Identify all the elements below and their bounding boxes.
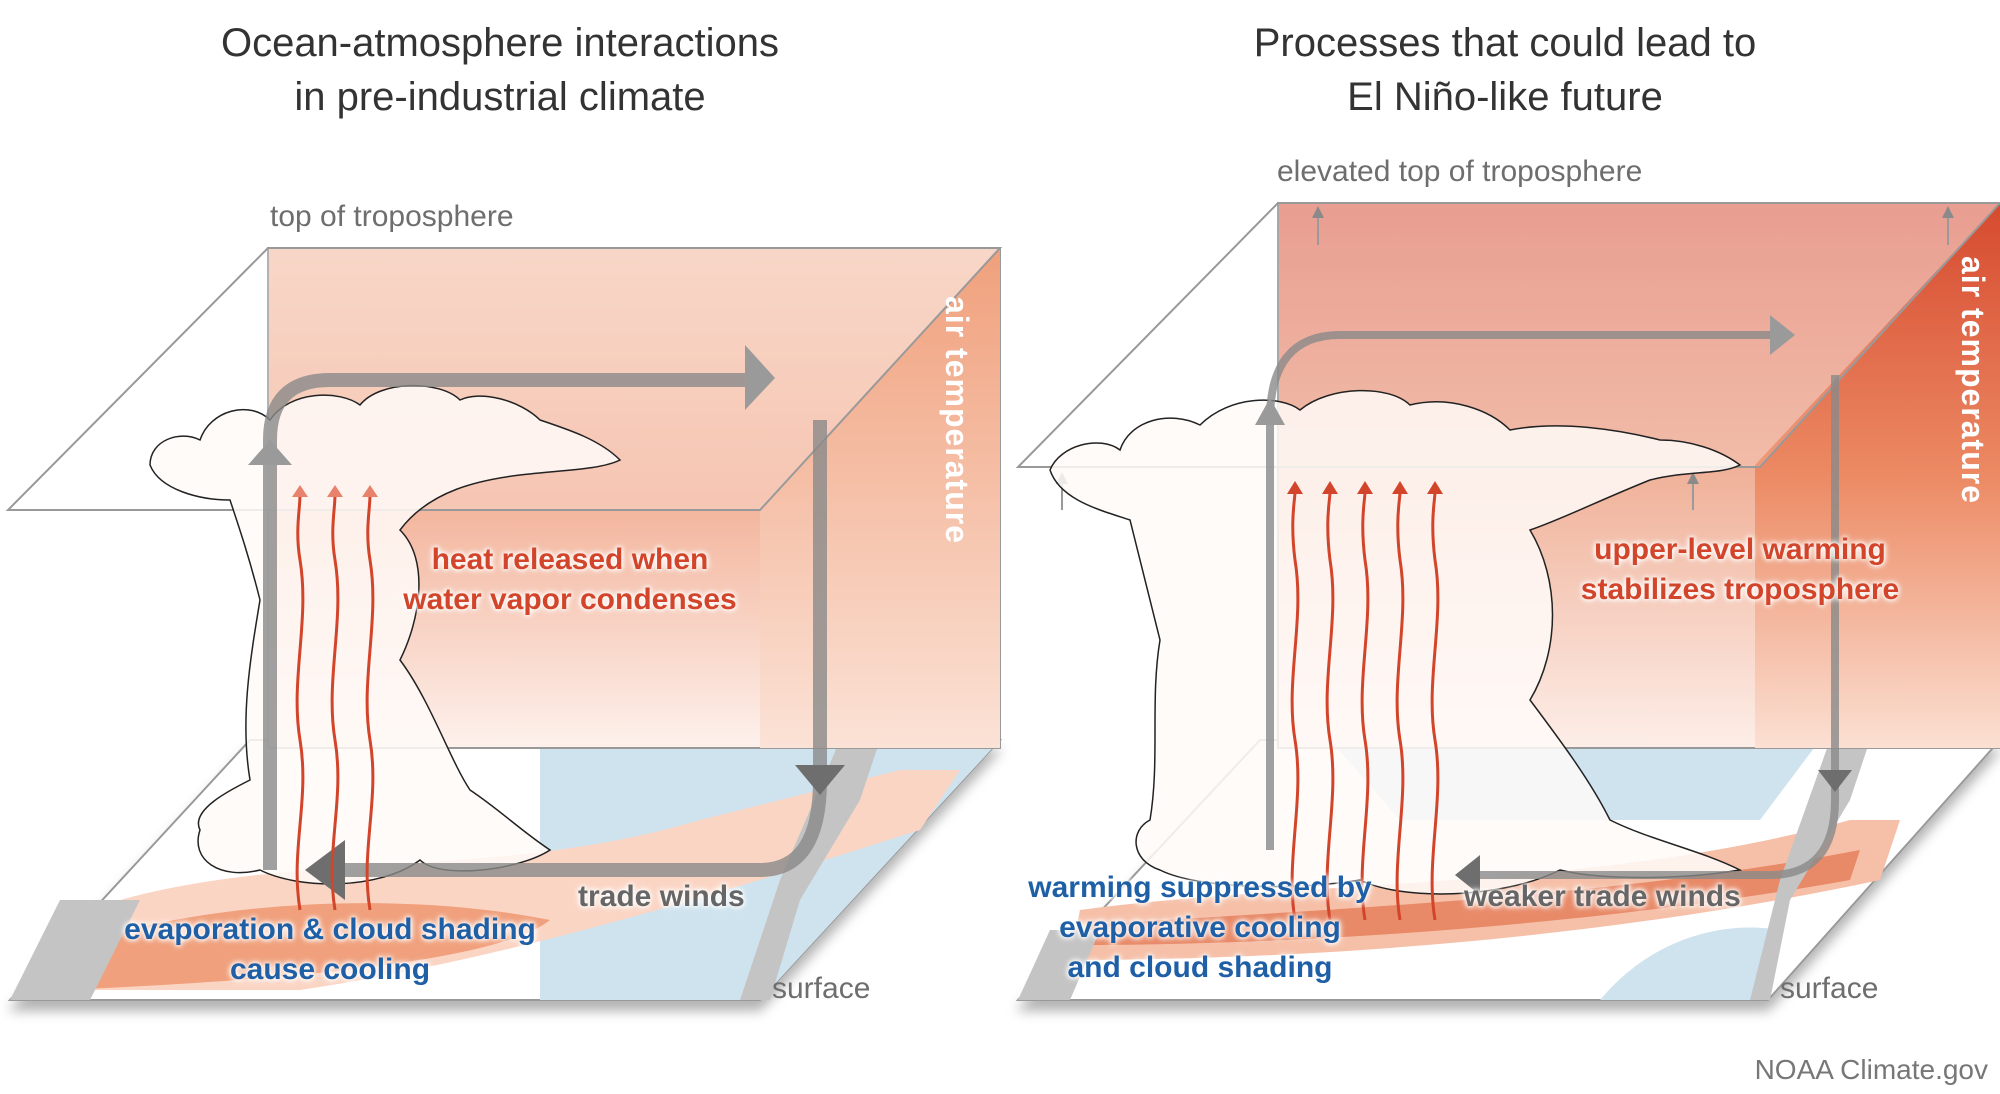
heat-arrow [295, 494, 305, 911]
label-line: upper-level warming [1594, 533, 1886, 566]
label-line: cause cooling [229, 953, 431, 986]
elevation-arrows [1056, 206, 1954, 510]
heat-arrow-head [1287, 481, 1303, 494]
weaker-trade-winds-label: weaker trade winds [1464, 880, 1741, 913]
heat-arrow [330, 494, 340, 911]
label-line: evaporative cooling [1059, 911, 1341, 944]
heat-arrow [1430, 491, 1440, 921]
heat-arrow-head [362, 485, 378, 497]
arrow-up-head [248, 440, 292, 465]
heat-arrow-head [1427, 481, 1443, 494]
heat-released-label: heat released when water vapor condenses [370, 540, 770, 620]
arrow-left-head [305, 840, 345, 900]
surface-label: surface [1780, 972, 1879, 1005]
arrow-down-head [1818, 770, 1852, 792]
cooling-label: evaporation & cloud shading cause coolin… [70, 910, 590, 990]
heat-arrow [365, 494, 375, 911]
panel-1-diagram [5, 247, 1003, 1001]
cloud [1049, 389, 1743, 895]
land-asia [10, 900, 140, 1000]
land-americas [740, 740, 880, 1000]
side-wall [1755, 203, 2000, 748]
label-line: and cloud shading [1067, 951, 1333, 984]
trade-winds-label: trade winds [578, 880, 745, 913]
heat-arrow-head [292, 485, 308, 497]
label-line: heat released when [431, 543, 709, 576]
arrow-right-head [1770, 315, 1795, 355]
label-line: stabilizes troposphere [1580, 573, 1900, 606]
ocean-warm-core [60, 903, 550, 990]
warming-suppressed-label: warming suppressed by evaporative coolin… [990, 868, 1410, 988]
credit: NOAA Climate.gov [1754, 1054, 1988, 1085]
title-line: Ocean-atmosphere interactions [220, 21, 780, 65]
arrow-down-head [795, 765, 845, 795]
heat-arrow-head [1322, 481, 1338, 494]
heat-arrows [295, 494, 375, 911]
top-of-troposphere-label: top of troposphere [270, 200, 514, 233]
heat-arrow-head [1357, 481, 1373, 494]
arrow-up-head [1255, 398, 1285, 425]
surface-label: surface [772, 972, 871, 1005]
arrow-left-head [1455, 855, 1480, 895]
title-line: Processes that could lead to [1253, 21, 1757, 65]
upper-level-warming-label: upper-level warming stabilizes troposphe… [1530, 530, 1950, 610]
ocean-cool-south [1600, 927, 1780, 1000]
heat-arrow [1360, 491, 1370, 921]
heat-arrows [1290, 491, 1440, 921]
heat-arrow [1395, 491, 1405, 921]
heat-arrow [1290, 491, 1300, 921]
label-line: warming suppressed by [1028, 871, 1372, 904]
elevated-top-label: elevated top of troposphere [1277, 155, 1643, 188]
panel-2-diagram [1015, 202, 2000, 1001]
land-americas [1750, 740, 1870, 1000]
heat-arrow [1325, 491, 1335, 921]
label-line: evaporation & cloud shading [124, 913, 536, 946]
heat-arrow-head [327, 485, 343, 497]
title-line: in pre-industrial climate [294, 75, 706, 119]
land-asia [1018, 930, 1100, 1000]
ocean-warm-core [1080, 850, 1860, 945]
title-line: El Niño-like future [1347, 75, 1663, 119]
panel-2-title: Processes that could lead to El Niño-lik… [1155, 16, 1855, 124]
heat-arrow-head [1392, 481, 1408, 494]
air-temperature-label: air temperature [1955, 256, 1991, 504]
arrow-right-head [745, 345, 775, 410]
label-line: water vapor condenses [403, 583, 737, 616]
air-temperature-label: air temperature [939, 296, 975, 544]
panel-1-title: Ocean-atmosphere interactions in pre-ind… [150, 16, 850, 124]
